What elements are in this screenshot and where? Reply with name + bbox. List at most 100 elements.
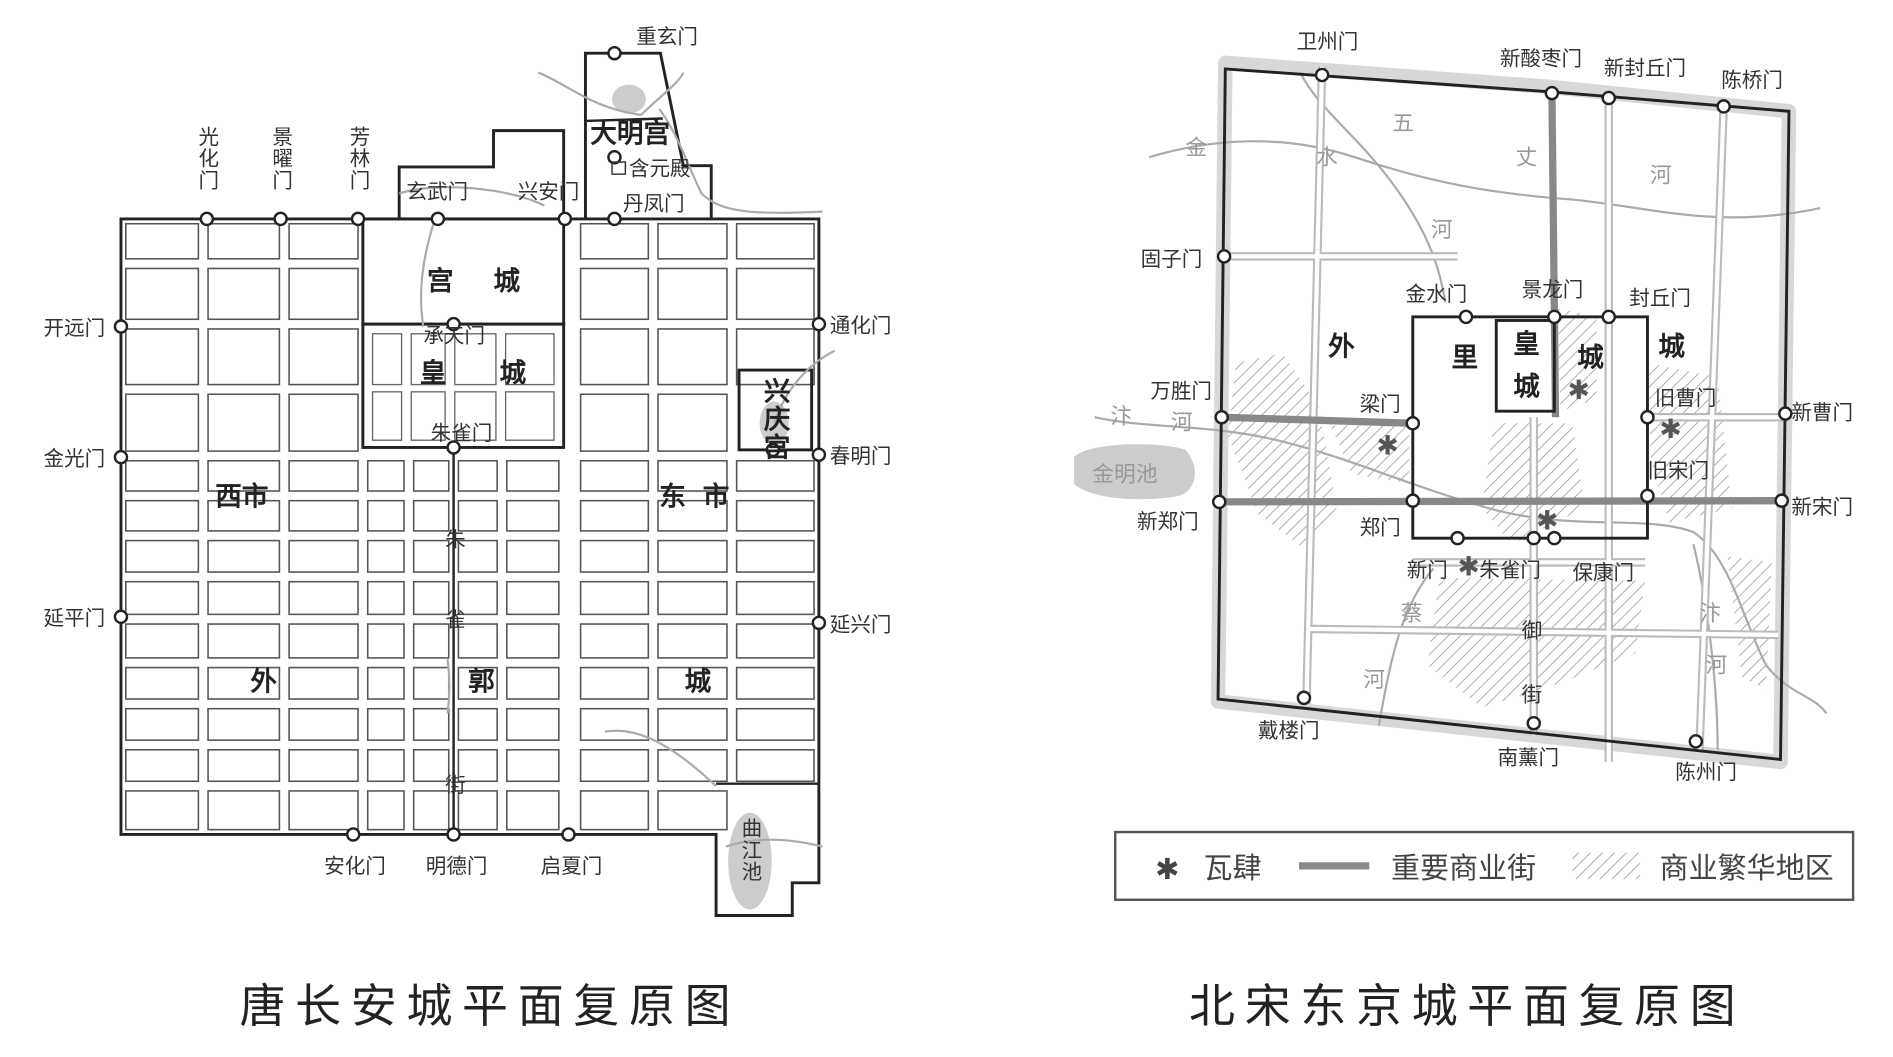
changan-gates	[113, 45, 827, 842]
gate-label: 郑门	[1360, 516, 1401, 540]
street-label: 御	[1522, 618, 1543, 642]
ward-block	[412, 499, 450, 532]
legend: ✱ 瓦肆 重要商业街 商业繁华地区	[1114, 830, 1855, 901]
ward-block	[457, 623, 498, 659]
ward-block	[288, 580, 359, 616]
ward-block	[288, 707, 359, 741]
gate-label: 新酸枣门	[1500, 46, 1582, 70]
ward-block	[288, 393, 359, 452]
ward-block	[207, 267, 281, 321]
ward-block	[735, 666, 815, 700]
ward-block	[457, 707, 498, 741]
ward-block	[207, 393, 281, 452]
ward-block	[457, 539, 498, 573]
ward-block	[457, 499, 498, 532]
gate-label: 春明门	[830, 444, 892, 468]
ward-block	[735, 749, 815, 783]
ward-block	[207, 580, 281, 616]
gate-label: 延兴门	[830, 612, 892, 636]
river-label: 河	[1431, 218, 1453, 243]
ward-block	[506, 539, 560, 573]
wasi-star-icon: ✱	[1377, 431, 1399, 462]
gate-label: 万胜门	[1150, 379, 1212, 403]
gate-label: 承天门	[423, 323, 485, 347]
gate-label: 延平门	[44, 606, 106, 630]
ward-block	[366, 499, 405, 532]
area-label: 外	[1328, 332, 1355, 363]
ward-block	[457, 459, 498, 492]
dongjing-map-title: 北宋东京城平面复原图	[1189, 979, 1745, 1033]
ward-block	[657, 539, 728, 573]
market-label: 东市	[659, 482, 746, 513]
ward-block	[125, 328, 200, 386]
gate-label: 重玄门	[636, 25, 698, 49]
river-label: 金	[1185, 136, 1207, 161]
street-label: 雀	[445, 607, 466, 631]
ward-block	[657, 459, 728, 492]
ward-block	[579, 539, 650, 573]
ward-block	[506, 623, 560, 659]
ward-block	[288, 666, 359, 700]
gate-label: 新宋门	[1791, 495, 1853, 519]
ward-block	[579, 459, 650, 492]
ward-block	[288, 222, 359, 260]
street-label: 街	[1522, 682, 1543, 706]
daming-palace-wall	[583, 51, 713, 219]
gate-label: 芳林门	[346, 126, 370, 191]
legend-main-street: 重要商业街	[1391, 851, 1536, 885]
river-label: 汴	[1699, 601, 1721, 626]
gate-label: 戴楼门	[1258, 719, 1320, 743]
ward-block	[579, 222, 650, 260]
gate-label: 封丘门	[1629, 286, 1691, 310]
area-label: 城	[685, 667, 712, 698]
river-label: 五	[1392, 112, 1414, 137]
ward-block	[366, 580, 405, 616]
ward-block	[125, 459, 200, 492]
ward-block	[207, 499, 281, 532]
wasi-star-icon: ✱	[1660, 414, 1682, 445]
ward-block	[657, 267, 728, 321]
area-label: 里	[1452, 342, 1479, 373]
ward-block	[579, 267, 650, 321]
ward-block	[288, 267, 359, 321]
market-label: 西市	[215, 482, 268, 513]
palace-north-annex	[397, 129, 566, 219]
ward-block	[657, 328, 728, 386]
wasi-star-icon: ✱	[1155, 852, 1179, 886]
ward-block	[506, 499, 560, 532]
ward-block	[207, 222, 281, 260]
legend-wasi: 瓦肆	[1204, 851, 1262, 885]
ward-block	[579, 580, 650, 616]
imperial-city-blocks	[371, 333, 555, 441]
ward-block	[506, 580, 560, 616]
changan-outer-wall	[119, 217, 821, 917]
legend-busy-area: 商业繁华地区	[1660, 851, 1834, 885]
ward-block	[125, 499, 200, 532]
gate-label: 旧曹门	[1655, 386, 1717, 410]
area-label: 城	[1513, 371, 1540, 402]
gate-label: 金光门	[44, 447, 106, 471]
ward-block	[288, 499, 359, 532]
gate-label: 卫州门	[1297, 29, 1359, 53]
ward-block	[657, 580, 728, 616]
ward-block	[457, 749, 498, 783]
ward-block	[288, 623, 359, 659]
ward-block	[506, 749, 560, 783]
area-label: 城	[1658, 332, 1685, 363]
busy-area-swatch	[1572, 852, 1641, 880]
ward-block	[735, 222, 815, 260]
busy-commercial-areas	[1227, 308, 1773, 708]
ward-block	[125, 749, 200, 783]
ward-block	[125, 393, 200, 452]
ward-block	[506, 790, 560, 831]
ward-block	[457, 666, 498, 700]
ward-block	[657, 222, 728, 260]
gate-label: 梁门	[1360, 392, 1401, 416]
imperial-city	[361, 322, 566, 449]
ward-block	[125, 623, 200, 659]
gate-label: 启夏门	[541, 854, 603, 878]
area-label: 宫	[427, 266, 454, 297]
changan-map: 光化门 景曜门 芳林门 玄武门 兴安门 重玄门 丹凤门 大明宫 含元殿 宫 城 …	[44, 25, 892, 1033]
ward-block	[412, 749, 450, 783]
